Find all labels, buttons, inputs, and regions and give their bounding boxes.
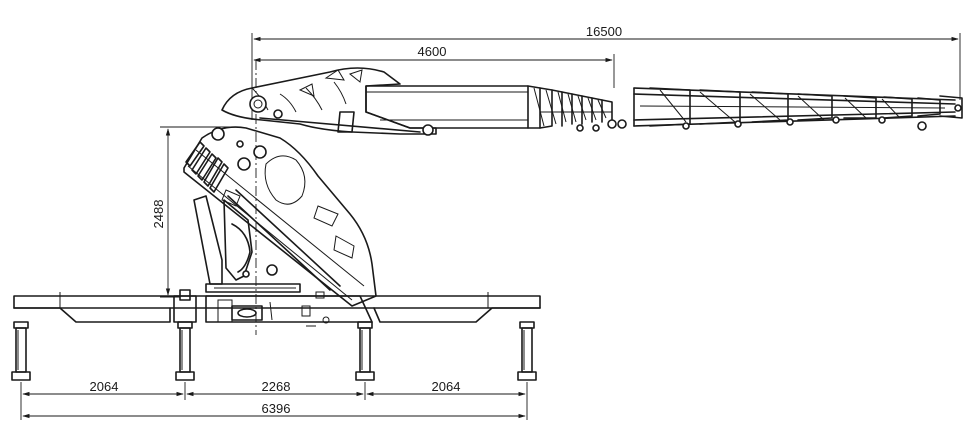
- dimension-outrigger-spans: 2064 2268 2064: [20, 379, 528, 420]
- crane-column: [193, 189, 341, 293]
- outrigger-leg-1: [11, 321, 31, 381]
- total-width-label: 6396: [262, 401, 291, 416]
- dimension-first-section: 4600: [253, 44, 615, 88]
- outer-arm: [221, 67, 437, 136]
- dimension-height: 2488: [151, 126, 232, 298]
- outrigger-left-label: 2064: [90, 379, 119, 394]
- outrigger-center-label: 2268: [262, 379, 291, 394]
- dimension-total-width: 6396: [22, 401, 526, 419]
- base-frame: [13, 289, 541, 327]
- outrigger-right-label: 2064: [432, 379, 461, 394]
- first-section-label: 4600: [418, 44, 447, 59]
- dimension-max-reach: 16500: [251, 24, 961, 120]
- max-reach-label: 16500: [586, 24, 622, 39]
- height-label: 2488: [151, 200, 166, 229]
- main-boom-folded: [183, 126, 377, 307]
- outrigger-leg-4: [517, 321, 537, 381]
- jib-extension: [633, 87, 963, 131]
- telescopic-boom: [365, 85, 627, 132]
- outrigger-leg-3: [355, 321, 375, 381]
- outrigger-leg-2: [175, 321, 195, 381]
- outrigger-legs: [11, 321, 537, 381]
